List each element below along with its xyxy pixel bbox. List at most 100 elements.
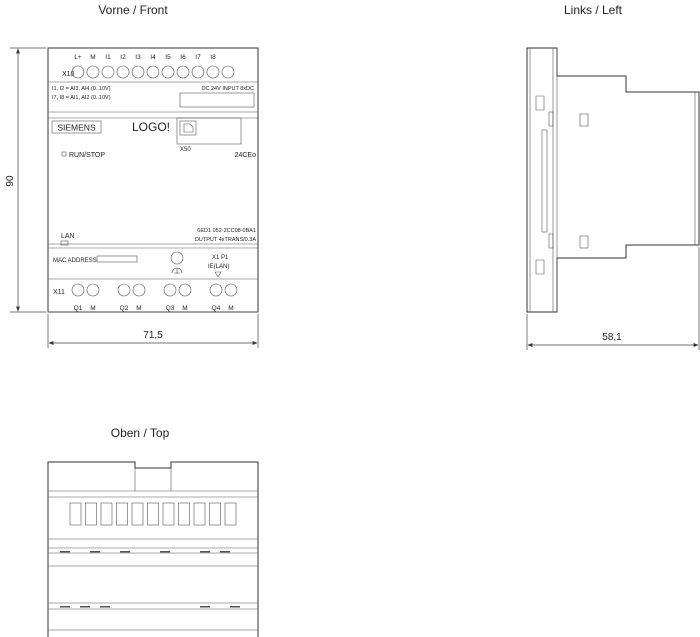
left-view-title: Links / Left xyxy=(564,3,623,17)
bottom-terminal-screw xyxy=(163,283,177,297)
front-view-title: Vorne / Front xyxy=(98,3,168,17)
top-terminal-label: L+ xyxy=(74,54,82,61)
top-terminal-screw xyxy=(116,65,130,79)
run-stop-label: RUN/STOP xyxy=(69,152,105,159)
width-dimension: 71,5 xyxy=(143,330,163,341)
brand-label: SIEMENS xyxy=(57,123,96,133)
top-terminal-screw xyxy=(161,65,175,79)
marking xyxy=(100,606,110,608)
screw-opening xyxy=(162,502,175,526)
marking xyxy=(160,551,170,553)
marking xyxy=(90,551,100,553)
bottom-terminal-row: Q1 M Q2 M Q3 M Q4 M xyxy=(71,283,238,312)
top-terminal-label: I6 xyxy=(180,54,186,61)
ethernet-port xyxy=(170,251,184,265)
run-stop-led xyxy=(61,151,67,157)
top-terminal-screw xyxy=(146,65,160,79)
screw-opening xyxy=(69,502,82,526)
screw-opening xyxy=(147,502,159,526)
model-label: 24CEo xyxy=(235,152,257,159)
upper-clip xyxy=(535,95,545,111)
order-number: 6ED1 052-2CC08-0BA1 xyxy=(197,228,256,234)
screw-opening xyxy=(116,502,128,526)
top-terminal-screw xyxy=(221,65,235,79)
top-terminal-label: I1 xyxy=(105,54,111,61)
slot-label: X50 xyxy=(180,147,191,153)
bottom-terminal-screw xyxy=(86,283,100,297)
bottom-terminal-screw xyxy=(178,283,192,297)
network-icon xyxy=(171,267,183,274)
top-terminal-screw xyxy=(101,65,115,79)
screw-opening xyxy=(131,502,144,526)
bottom-terminal-label: M xyxy=(136,305,141,312)
bottom-terminal-screw xyxy=(117,283,131,297)
screw-opening xyxy=(85,502,97,526)
memory-card-slot xyxy=(176,117,242,145)
x10-connector-label: X10 xyxy=(62,71,75,78)
x11-connector-label: X11 xyxy=(53,289,65,296)
top-terminal-screw xyxy=(206,65,220,79)
top-edge-markings xyxy=(60,551,240,608)
screw-opening xyxy=(178,502,190,526)
x1p1-label: X1 P1 xyxy=(212,255,229,261)
bottom-terminal-screw xyxy=(209,283,223,297)
top-view-title: Oben / Top xyxy=(111,426,170,440)
screw-opening xyxy=(193,502,206,526)
top-housing-outline xyxy=(47,461,259,637)
marking xyxy=(220,551,230,553)
mac-address-field xyxy=(96,255,138,263)
mac-address-label: MAC ADDRESS xyxy=(53,258,97,264)
top-view: Oben / Top xyxy=(47,426,259,637)
upper-tab xyxy=(548,111,554,127)
bottom-terminal-label: M xyxy=(182,305,187,312)
lower-clip xyxy=(535,259,545,275)
label-plate xyxy=(179,92,255,108)
card-icon-frame xyxy=(179,120,197,136)
bottom-terminal-screw xyxy=(71,283,85,297)
bottom-terminal-screw xyxy=(224,283,238,297)
marking xyxy=(230,606,240,608)
top-terminal-label: I5 xyxy=(165,54,171,61)
bottom-terminal-label: Q2 xyxy=(120,305,129,312)
bottom-terminal-label: M xyxy=(90,305,95,312)
logo-label: LOGO! xyxy=(132,120,170,134)
marking xyxy=(200,551,210,553)
top-terminal-label: I3 xyxy=(135,54,141,61)
bottom-terminal-label: Q4 xyxy=(212,305,221,312)
supply-rating-label: DC 24V INPUT 8xDC xyxy=(202,86,254,92)
top-terminal-screw xyxy=(191,65,205,79)
marking xyxy=(200,606,210,608)
lower-latch xyxy=(579,235,589,249)
top-terminal-screw xyxy=(131,65,145,79)
screw-opening xyxy=(100,502,113,526)
terminal-screw-openings xyxy=(69,502,237,526)
top-terminal-label: M xyxy=(90,54,95,61)
marking xyxy=(120,551,130,553)
output-rating: OUTPUT 4xTRANS/0.3A xyxy=(195,237,257,243)
bottom-terminal-label: Q1 xyxy=(74,305,83,312)
marking xyxy=(60,551,70,553)
height-dimension: 90 xyxy=(5,175,16,187)
top-terminal-screw xyxy=(176,65,190,79)
top-terminal-label: I4 xyxy=(150,54,156,61)
upper-latch xyxy=(579,113,589,127)
left-view: Links / Left 58,1 xyxy=(526,3,700,350)
depth-dimension: 58,1 xyxy=(602,332,622,343)
screw-opening xyxy=(224,502,237,526)
top-terminal-label: I7 xyxy=(195,54,201,61)
top-terminal-screw xyxy=(71,65,85,79)
lan-label: LAN xyxy=(61,233,75,240)
input-note-1: I1, I2 = AI3, AI4 (0..10V) xyxy=(52,86,111,92)
lan-led xyxy=(60,240,69,246)
top-terminal-screw xyxy=(86,65,100,79)
input-note-2: I7, I8 = AI1, AI2 (0..10V) xyxy=(52,95,111,101)
lower-tab xyxy=(548,233,554,249)
marking xyxy=(60,606,70,608)
bottom-terminal-label: M xyxy=(228,305,233,312)
top-terminal-label: I2 xyxy=(120,54,126,61)
triangle-icon xyxy=(214,271,222,278)
marking xyxy=(80,606,90,608)
bottom-terminal-label: Q3 xyxy=(166,305,175,312)
